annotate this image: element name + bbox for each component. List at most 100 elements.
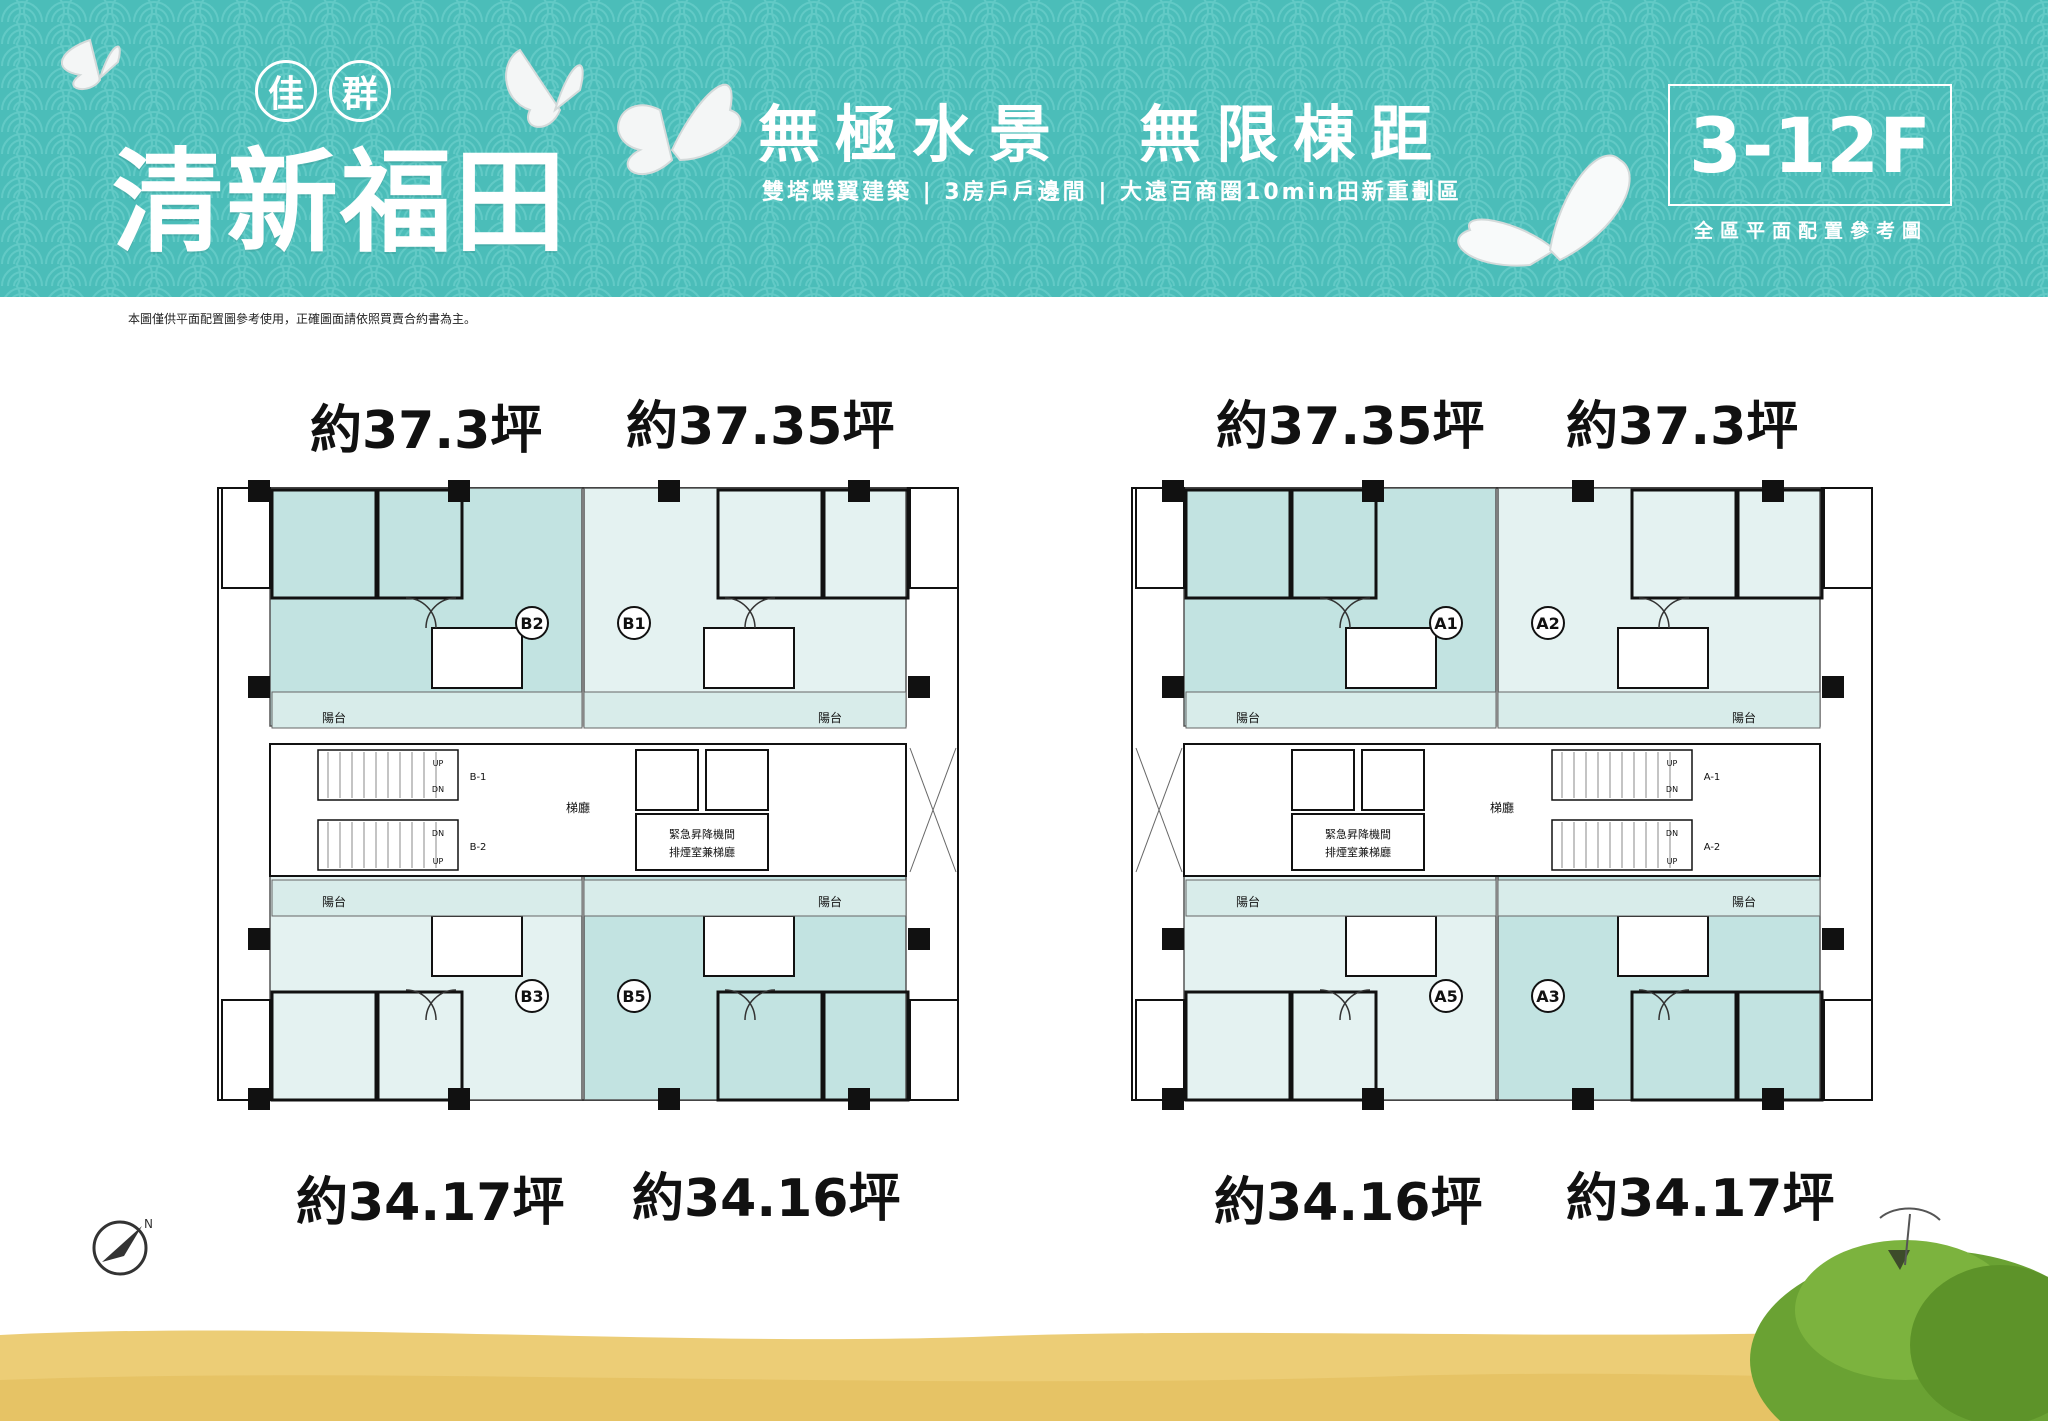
column <box>1762 480 1784 502</box>
smoke-room <box>635 813 769 871</box>
stair-label: B-2 <box>470 842 487 853</box>
stair-dn-label: DN <box>432 785 444 794</box>
balcony-label: 陽台 <box>1236 710 1260 725</box>
unit-badge <box>1429 606 1463 640</box>
stair-up-label: UP <box>1667 857 1678 866</box>
column <box>1162 480 1184 502</box>
elevator <box>1291 749 1355 811</box>
stair-up-label: UP <box>1667 759 1678 768</box>
slogan: 無極水景 無限棟距 <box>758 98 1448 171</box>
brand-mark-1: 佳 <box>255 60 317 122</box>
area-label: 約37.35坪 <box>1216 397 1485 457</box>
unit-badge <box>617 606 651 640</box>
door-swing <box>724 989 756 1021</box>
side-bath <box>1135 487 1185 589</box>
shaft-line <box>909 747 957 873</box>
column <box>1762 1088 1784 1110</box>
disclaimer: 本圖僅供平面配置圖參考使用，正確圖面請依照買賣合約書為主。 <box>128 312 477 326</box>
side-bath <box>909 999 959 1101</box>
balcony-label: 陽台 <box>1236 894 1260 909</box>
door-swing <box>1658 597 1690 629</box>
bathroom <box>1617 627 1709 689</box>
stair-label: A-2 <box>1704 842 1721 853</box>
room-wall <box>716 990 824 1102</box>
column <box>1162 928 1184 950</box>
area-label: 約34.16坪 <box>1214 1173 1483 1233</box>
area-label: 約34.16坪 <box>632 1169 901 1229</box>
stair-up-label: UP <box>433 857 444 866</box>
core-area <box>1183 743 1821 877</box>
balcony-label: 陽台 <box>322 894 346 909</box>
column <box>908 676 930 698</box>
column <box>1572 1088 1594 1110</box>
balcony <box>1185 691 1497 729</box>
balcony <box>271 879 583 917</box>
unit-badge <box>1429 979 1463 1013</box>
side-bath <box>221 487 271 589</box>
side-bath <box>1135 999 1185 1101</box>
stair-dn-label: DN <box>1666 785 1678 794</box>
area-label: 約37.3坪 <box>310 401 543 461</box>
unit-label: B2 <box>520 614 543 633</box>
wave-pattern <box>0 0 2048 297</box>
door-swing <box>744 989 776 1021</box>
equipment-label: 排煙室兼梯廳 <box>669 845 735 859</box>
bathroom <box>703 627 795 689</box>
area-label: 約34.17坪 <box>1566 1169 1835 1229</box>
area-label: 約37.35坪 <box>626 397 895 457</box>
balcony-label: 陽台 <box>818 894 842 909</box>
unit-label: A2 <box>1536 614 1560 633</box>
bathroom <box>1617 915 1709 977</box>
door-swing <box>744 597 776 629</box>
unit-badge <box>1531 606 1565 640</box>
column <box>1362 480 1384 502</box>
balcony-label: 陽台 <box>1732 710 1756 725</box>
door-swing <box>425 597 457 629</box>
butterfly-icon <box>617 83 742 176</box>
unit-badge <box>617 979 651 1013</box>
door-swing <box>425 989 457 1021</box>
column <box>1162 676 1184 698</box>
unit-badge <box>515 606 549 640</box>
bathroom <box>431 627 523 689</box>
unit-label: B5 <box>622 987 645 1006</box>
column <box>848 480 870 502</box>
stair-up-label: UP <box>433 759 444 768</box>
bathroom <box>703 915 795 977</box>
compass-label: N <box>144 1217 153 1231</box>
smoke-room <box>1291 813 1425 871</box>
column <box>248 1088 270 1110</box>
door-swing <box>1339 597 1371 629</box>
column <box>1822 676 1844 698</box>
stair-dn-label: DN <box>1666 829 1678 838</box>
column <box>658 1088 680 1110</box>
door-swing <box>1638 989 1670 1021</box>
butterfly-icon-2 <box>60 38 121 91</box>
room-wall <box>1290 488 1378 600</box>
balcony-label: 陽台 <box>818 710 842 725</box>
equipment-label: 緊急昇降機間 <box>669 827 735 841</box>
elevator <box>635 749 699 811</box>
column <box>658 480 680 502</box>
equipment-label: 緊急昇降機間 <box>1325 827 1391 841</box>
column <box>448 1088 470 1110</box>
room-wall <box>1184 488 1292 600</box>
header-banner: 佳 群 清新福田 無極水景 無限棟距 雙塔蝶翼建築 | 3房戶戶邊間 | 大遠百… <box>0 0 2048 297</box>
balcony-label: 陽台 <box>1732 894 1756 909</box>
area-label: 約34.17坪 <box>296 1173 565 1233</box>
room-wall <box>270 990 378 1102</box>
unit-label: A1 <box>1434 614 1458 633</box>
column <box>1822 928 1844 950</box>
side-bath <box>221 999 271 1101</box>
door-swing <box>1339 989 1371 1021</box>
room-wall <box>270 488 378 600</box>
tree-illustration <box>1750 1207 2048 1421</box>
side-bath <box>1823 999 1873 1101</box>
north-arrow-icon <box>92 1220 148 1276</box>
butterfly-icon-4 <box>1457 154 1631 267</box>
unit-badge <box>1531 979 1565 1013</box>
floor-caption: 全區平面配置參考圖 <box>1693 220 1928 242</box>
